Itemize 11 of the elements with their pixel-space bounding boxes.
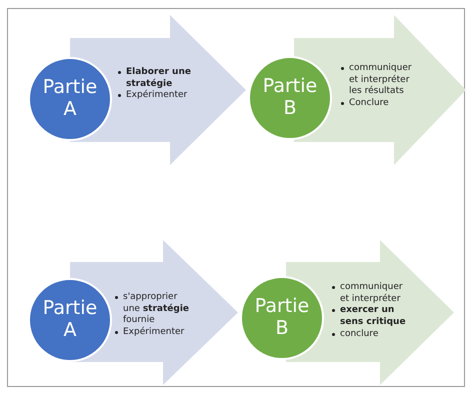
part-title: Partie B	[262, 76, 318, 120]
bullet-text: Elaborer une stratégie	[126, 67, 192, 90]
bullet-text: Conclure	[349, 98, 389, 110]
bullet-text: s'approprier une stratégie fournie	[123, 292, 190, 326]
part-title: Partie A	[42, 298, 98, 342]
bullet-text: Expérimenter	[126, 90, 188, 102]
bullet-text: communiquer et interpréter les résultats	[349, 63, 413, 98]
bullet-text: conclure	[340, 328, 378, 340]
part-title: Partie B	[254, 296, 310, 340]
bullet-text: Expérimenter	[123, 327, 184, 339]
part-title: Partie A	[42, 77, 98, 121]
